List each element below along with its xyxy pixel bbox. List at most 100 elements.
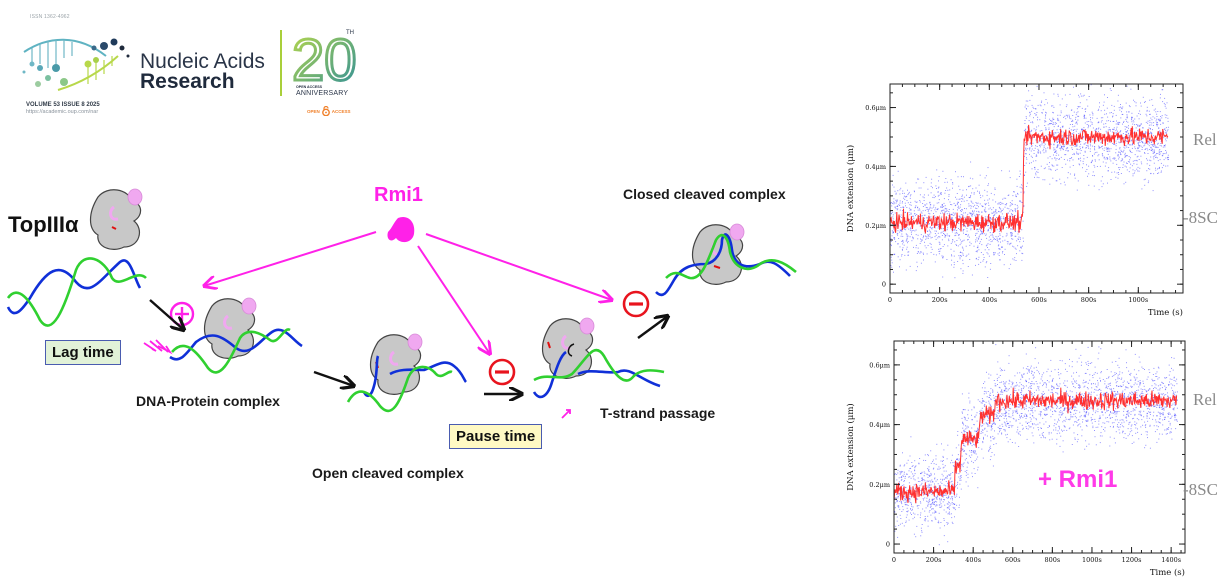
data-point [1069, 418, 1071, 420]
data-point [1121, 372, 1123, 374]
data-point [1123, 149, 1125, 151]
data-point [1030, 418, 1032, 420]
data-point [1071, 136, 1073, 137]
data-point [971, 414, 972, 416]
data-point [1043, 382, 1045, 384]
data-point [946, 187, 948, 189]
data-point [1025, 171, 1027, 173]
data-point [1105, 386, 1107, 388]
data-point [1098, 423, 1100, 425]
data-point [1116, 126, 1118, 128]
data-point [1140, 123, 1142, 125]
data-point [1016, 382, 1017, 384]
data-point [944, 207, 946, 209]
data-point [1002, 406, 1004, 408]
data-point [1041, 411, 1042, 413]
data-point [1165, 388, 1167, 390]
data-point [1059, 432, 1061, 434]
data-point [1165, 406, 1167, 408]
data-point [1017, 192, 1018, 194]
data-point [1003, 383, 1005, 385]
data-point [915, 483, 917, 485]
data-point [1138, 146, 1140, 148]
data-point [1129, 149, 1131, 151]
data-point [1015, 194, 1017, 196]
data-point [1153, 367, 1155, 369]
data-point [1053, 106, 1055, 108]
data-point [1107, 143, 1109, 145]
data-point [1078, 419, 1080, 420]
data-point [1121, 107, 1122, 109]
data-point [1138, 170, 1140, 172]
data-point [961, 411, 963, 413]
data-point [916, 498, 918, 499]
data-point [967, 213, 969, 215]
data-point [1144, 142, 1146, 144]
data-point [960, 255, 961, 256]
data-point [1071, 407, 1073, 409]
data-point [1035, 160, 1037, 162]
journal-url[interactable]: https://academic.oup.com/nar [26, 109, 99, 115]
data-point [1055, 402, 1057, 404]
data-point [1051, 385, 1053, 387]
data-point [987, 253, 989, 255]
data-point [924, 214, 926, 216]
data-point [1149, 164, 1151, 166]
data-point [1131, 387, 1133, 388]
step-arrow-1 [149, 299, 184, 330]
data-point [1060, 407, 1062, 409]
data-point [1073, 432, 1075, 434]
data-point [894, 237, 896, 239]
data-point [1099, 417, 1101, 419]
data-point [967, 414, 969, 416]
data-point [901, 241, 903, 242]
data-point [1066, 147, 1068, 149]
data-point [1082, 400, 1084, 402]
data-point [958, 208, 960, 209]
data-point [1037, 119, 1038, 121]
data-point [1159, 111, 1161, 113]
data-point [1131, 143, 1133, 145]
data-point [1092, 113, 1094, 114]
data-point [1147, 420, 1149, 422]
data-point [993, 252, 995, 254]
data-point [1092, 171, 1094, 173]
data-point [1052, 378, 1054, 380]
data-point [1033, 108, 1035, 109]
data-point [1133, 409, 1135, 411]
data-point [1059, 158, 1060, 160]
data-point [1008, 220, 1009, 221]
data-point [1031, 415, 1033, 416]
data-point [1084, 129, 1086, 131]
data-point [943, 198, 945, 200]
data-point [1135, 105, 1137, 107]
data-point [950, 218, 952, 220]
data-point [940, 210, 942, 212]
data-point [933, 467, 935, 469]
data-point [1130, 163, 1132, 165]
data-point [954, 221, 956, 223]
data-point [987, 225, 989, 227]
data-point [1098, 154, 1100, 156]
data-point [994, 437, 996, 439]
data-point [1004, 399, 1006, 401]
data-point [1016, 409, 1018, 411]
data-point [977, 259, 979, 261]
data-point [1168, 374, 1170, 376]
data-point [933, 512, 935, 514]
data-point [1006, 406, 1008, 408]
data-point [991, 420, 993, 422]
data-point [1136, 377, 1138, 379]
data-point [930, 505, 932, 507]
data-point [1126, 362, 1127, 364]
data-point [939, 527, 941, 529]
data-point [953, 507, 955, 509]
data-point [1154, 145, 1156, 147]
data-point [892, 225, 894, 227]
data-point [915, 215, 916, 217]
data-point [903, 525, 905, 527]
data-point [951, 459, 953, 461]
data-point [942, 501, 944, 503]
data-point [928, 499, 930, 501]
data-point [1009, 397, 1011, 398]
